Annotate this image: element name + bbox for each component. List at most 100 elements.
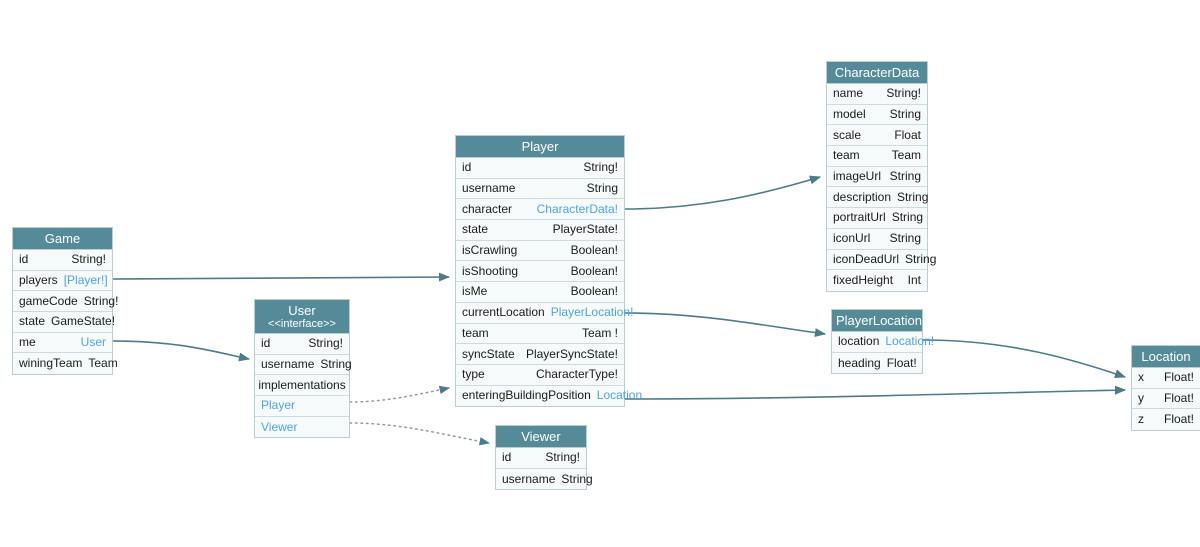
field-name: x <box>1138 370 1144 385</box>
field-location-z[interactable]: z Float! <box>1132 409 1200 431</box>
field-name: heading <box>838 355 881 370</box>
field-game-gamecode[interactable]: gameCode String! <box>13 291 118 313</box>
field-game-me[interactable]: me User <box>13 332 112 354</box>
user-implementation-player[interactable]: Player <box>255 396 349 417</box>
field-viewer-id[interactable]: id String! <box>496 448 586 469</box>
entity-characterdata-name: CharacterData <box>834 65 920 80</box>
field-name: name <box>833 86 864 101</box>
field-characterdata-scale[interactable]: scale Float <box>827 125 927 147</box>
entity-playerlocation-name: PlayerLocation <box>836 313 922 328</box>
entity-game-title: Game <box>13 228 112 250</box>
field-viewer-username[interactable]: username String <box>496 468 593 490</box>
field-player-team[interactable]: team Team ! <box>456 323 624 345</box>
field-player-character[interactable]: character CharacterData! <box>456 199 624 221</box>
field-player-type[interactable]: type CharacterType! <box>456 364 624 386</box>
entity-playerlocation-title: PlayerLocation <box>832 310 922 332</box>
field-playerlocation-heading[interactable]: heading Float! <box>832 352 922 374</box>
entity-location[interactable]: Location x Float! y Float! z Float! <box>1131 345 1200 432</box>
field-characterdata-icondeadurl[interactable]: iconDeadUrl String <box>827 249 936 271</box>
field-name: y <box>1138 391 1144 406</box>
field-player-username[interactable]: username String <box>456 178 624 200</box>
field-name: id <box>19 252 29 267</box>
field-characterdata-team[interactable]: team Team <box>827 146 927 167</box>
edge-user-implements-viewer <box>349 422 491 446</box>
field-name: iconDeadUrl <box>833 251 900 266</box>
field-game-players[interactable]: players [Player!] <box>13 270 112 292</box>
field-name: username <box>502 471 556 486</box>
entity-characterdata-title: CharacterData <box>827 62 927 84</box>
field-player-currentlocation[interactable]: currentLocation PlayerLocation! <box>456 302 633 324</box>
edge-player-character-to-characterdata <box>624 175 822 210</box>
field-name: isMe <box>462 284 488 299</box>
field-name: character <box>462 201 513 216</box>
field-type: String <box>889 169 921 184</box>
field-type: Float! <box>886 355 917 370</box>
field-type: GameState! <box>51 314 116 329</box>
field-name: location <box>838 334 880 349</box>
entity-playerlocation[interactable]: PlayerLocation location Location! headin… <box>831 309 934 375</box>
field-type: String! <box>83 293 119 308</box>
field-characterdata-name[interactable]: name String! <box>827 84 927 105</box>
field-type[interactable]: CharacterData! <box>536 201 618 216</box>
field-type: Team ! <box>581 325 618 340</box>
entity-player[interactable]: Player id String! username String charac… <box>455 135 642 408</box>
field-player-isme[interactable]: isMe Boolean! <box>456 282 624 303</box>
field-player-id[interactable]: id String! <box>456 158 624 179</box>
user-implementation-viewer[interactable]: Viewer <box>255 416 349 438</box>
field-characterdata-portraiturl[interactable]: portraitUrl String <box>827 208 927 229</box>
field-type[interactable]: PlayerLocation! <box>550 305 634 320</box>
field-player-enteringbuildingposition[interactable]: enteringBuildingPosition Location <box>456 385 642 407</box>
field-characterdata-iconurl[interactable]: iconUrl String <box>827 228 927 250</box>
field-name: isShooting <box>462 263 519 278</box>
field-name: iconUrl <box>833 231 871 246</box>
entity-user[interactable]: User <<interface>> id String! username S… <box>254 299 352 439</box>
field-type: Boolean! <box>570 243 618 258</box>
field-type: PlayerState! <box>552 222 618 237</box>
field-game-id[interactable]: id String! <box>13 250 112 271</box>
field-name: winingTeam <box>19 356 83 371</box>
field-location-x[interactable]: x Float! <box>1132 368 1200 389</box>
field-user-username[interactable]: username String <box>255 354 352 376</box>
entity-player-title: Player <box>456 136 624 158</box>
field-name: type <box>462 367 485 382</box>
field-type: Float! <box>1163 391 1194 406</box>
field-type[interactable]: Location! <box>885 334 935 349</box>
field-characterdata-fixedheight[interactable]: fixedHeight Int <box>827 270 927 291</box>
field-location-y[interactable]: y Float! <box>1132 388 1200 410</box>
entity-user-title: User <<interface>> <box>255 300 349 334</box>
field-player-state[interactable]: state PlayerState! <box>456 220 624 241</box>
field-type[interactable]: User <box>80 335 106 350</box>
field-type[interactable]: Location <box>596 388 643 403</box>
entity-viewer[interactable]: Viewer id String! username String <box>495 425 593 491</box>
field-type: String! <box>886 86 921 101</box>
field-player-isshooting[interactable]: isShooting Boolean! <box>456 261 624 283</box>
field-characterdata-imageurl[interactable]: imageUrl String <box>827 166 927 188</box>
field-name: username <box>261 357 315 372</box>
field-name: fixedHeight <box>833 273 894 288</box>
field-name: imageUrl <box>833 169 882 184</box>
field-type: String <box>889 231 921 246</box>
field-name: syncState <box>462 346 515 361</box>
field-characterdata-description[interactable]: description String <box>827 187 928 209</box>
field-player-syncstate[interactable]: syncState PlayerSyncState! <box>456 344 624 365</box>
field-name: state <box>462 222 489 237</box>
field-name: id <box>261 336 271 351</box>
entity-user-name: User <box>288 303 316 318</box>
field-type[interactable]: [Player!] <box>63 273 108 288</box>
field-type: Float! <box>1163 412 1194 427</box>
entity-user-stereotype: <<interface>> <box>268 318 336 330</box>
field-type: String <box>320 357 352 372</box>
edge-playerlocation-location-to-location <box>922 339 1127 378</box>
entity-game[interactable]: Game id String! players [Player!] gameCo… <box>12 227 118 376</box>
field-playerlocation-location[interactable]: location Location! <box>832 332 934 353</box>
field-name: username <box>462 181 516 196</box>
field-user-id[interactable]: id String! <box>255 334 349 355</box>
field-game-state[interactable]: state GameState! <box>13 312 116 333</box>
field-type: String! <box>545 450 580 465</box>
edge-game-me-to-user <box>112 340 251 362</box>
entity-characterdata[interactable]: CharacterData name String! model String … <box>826 61 936 292</box>
field-player-iscrawling[interactable]: isCrawling Boolean! <box>456 240 624 262</box>
field-characterdata-model[interactable]: model String <box>827 104 927 126</box>
field-game-winingteam[interactable]: winingTeam Team <box>13 353 118 375</box>
